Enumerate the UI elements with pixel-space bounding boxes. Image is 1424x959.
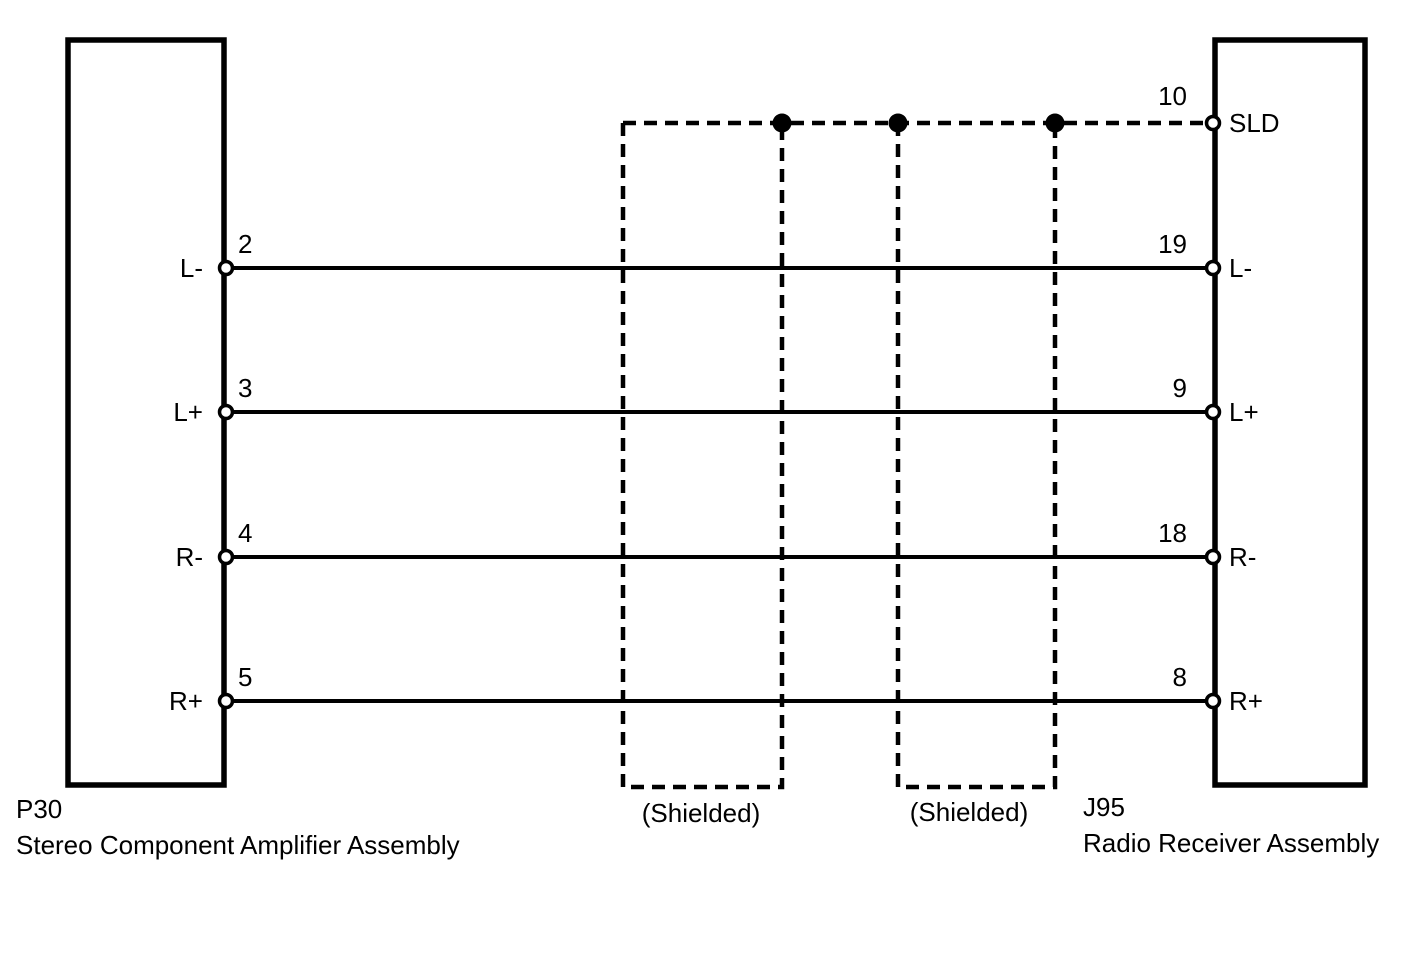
left-pin-number-3: 3 bbox=[238, 373, 252, 403]
left-pin-label-r-minus: R- bbox=[176, 542, 203, 572]
shielded-label-1: (Shielded) bbox=[642, 798, 761, 828]
shield-junction-dot-3 bbox=[1045, 113, 1065, 133]
right-pin-label-l-minus: L- bbox=[1229, 253, 1252, 283]
left-pin-number-2: 2 bbox=[238, 229, 252, 259]
right-connector-code: J95 bbox=[1083, 792, 1125, 822]
right-pin-number-9: 9 bbox=[1173, 373, 1187, 403]
left-pin-label-l-plus: L+ bbox=[173, 397, 203, 427]
pin-terminal-left-5 bbox=[217, 692, 235, 710]
left-pin-label-r-plus: R+ bbox=[169, 686, 203, 716]
pin-terminal-left-2 bbox=[217, 259, 235, 277]
right-pin-label-l-plus: L+ bbox=[1229, 397, 1259, 427]
shield-junction-dot-1 bbox=[772, 113, 792, 133]
left-pin-number-5: 5 bbox=[238, 662, 252, 692]
right-pin-label-sld: SLD bbox=[1229, 108, 1280, 138]
left-connector-code: P30 bbox=[16, 794, 62, 824]
shield-junction-dot-2 bbox=[888, 113, 908, 133]
left-pin-number-4: 4 bbox=[238, 518, 252, 548]
shielded-label-2: (Shielded) bbox=[910, 797, 1029, 827]
pin-terminal-right-9 bbox=[1204, 403, 1222, 421]
pin-terminal-right-18 bbox=[1204, 548, 1222, 566]
right-pin-number-10: 10 bbox=[1158, 81, 1187, 111]
right-pin-number-18: 18 bbox=[1158, 518, 1187, 548]
shield-outline-2 bbox=[895, 123, 1058, 790]
pin-terminal-right-8 bbox=[1204, 692, 1222, 710]
pin-terminal-right-10 bbox=[1204, 114, 1222, 132]
pin-terminal-left-4 bbox=[217, 548, 235, 566]
left-pin-label-l-minus: L- bbox=[180, 253, 203, 283]
right-pin-label-r-minus: R- bbox=[1229, 542, 1256, 572]
right-pin-number-8: 8 bbox=[1173, 662, 1187, 692]
right-pin-label-r-plus: R+ bbox=[1229, 686, 1263, 716]
right-pin-number-19: 19 bbox=[1158, 229, 1187, 259]
shield-outline-1 bbox=[620, 123, 785, 790]
left-connector-name: Stereo Component Amplifier Assembly bbox=[16, 830, 460, 860]
right-connector-name: Radio Receiver Assembly bbox=[1083, 828, 1379, 858]
pin-terminal-left-3 bbox=[217, 403, 235, 421]
pin-terminal-right-19 bbox=[1204, 259, 1222, 277]
